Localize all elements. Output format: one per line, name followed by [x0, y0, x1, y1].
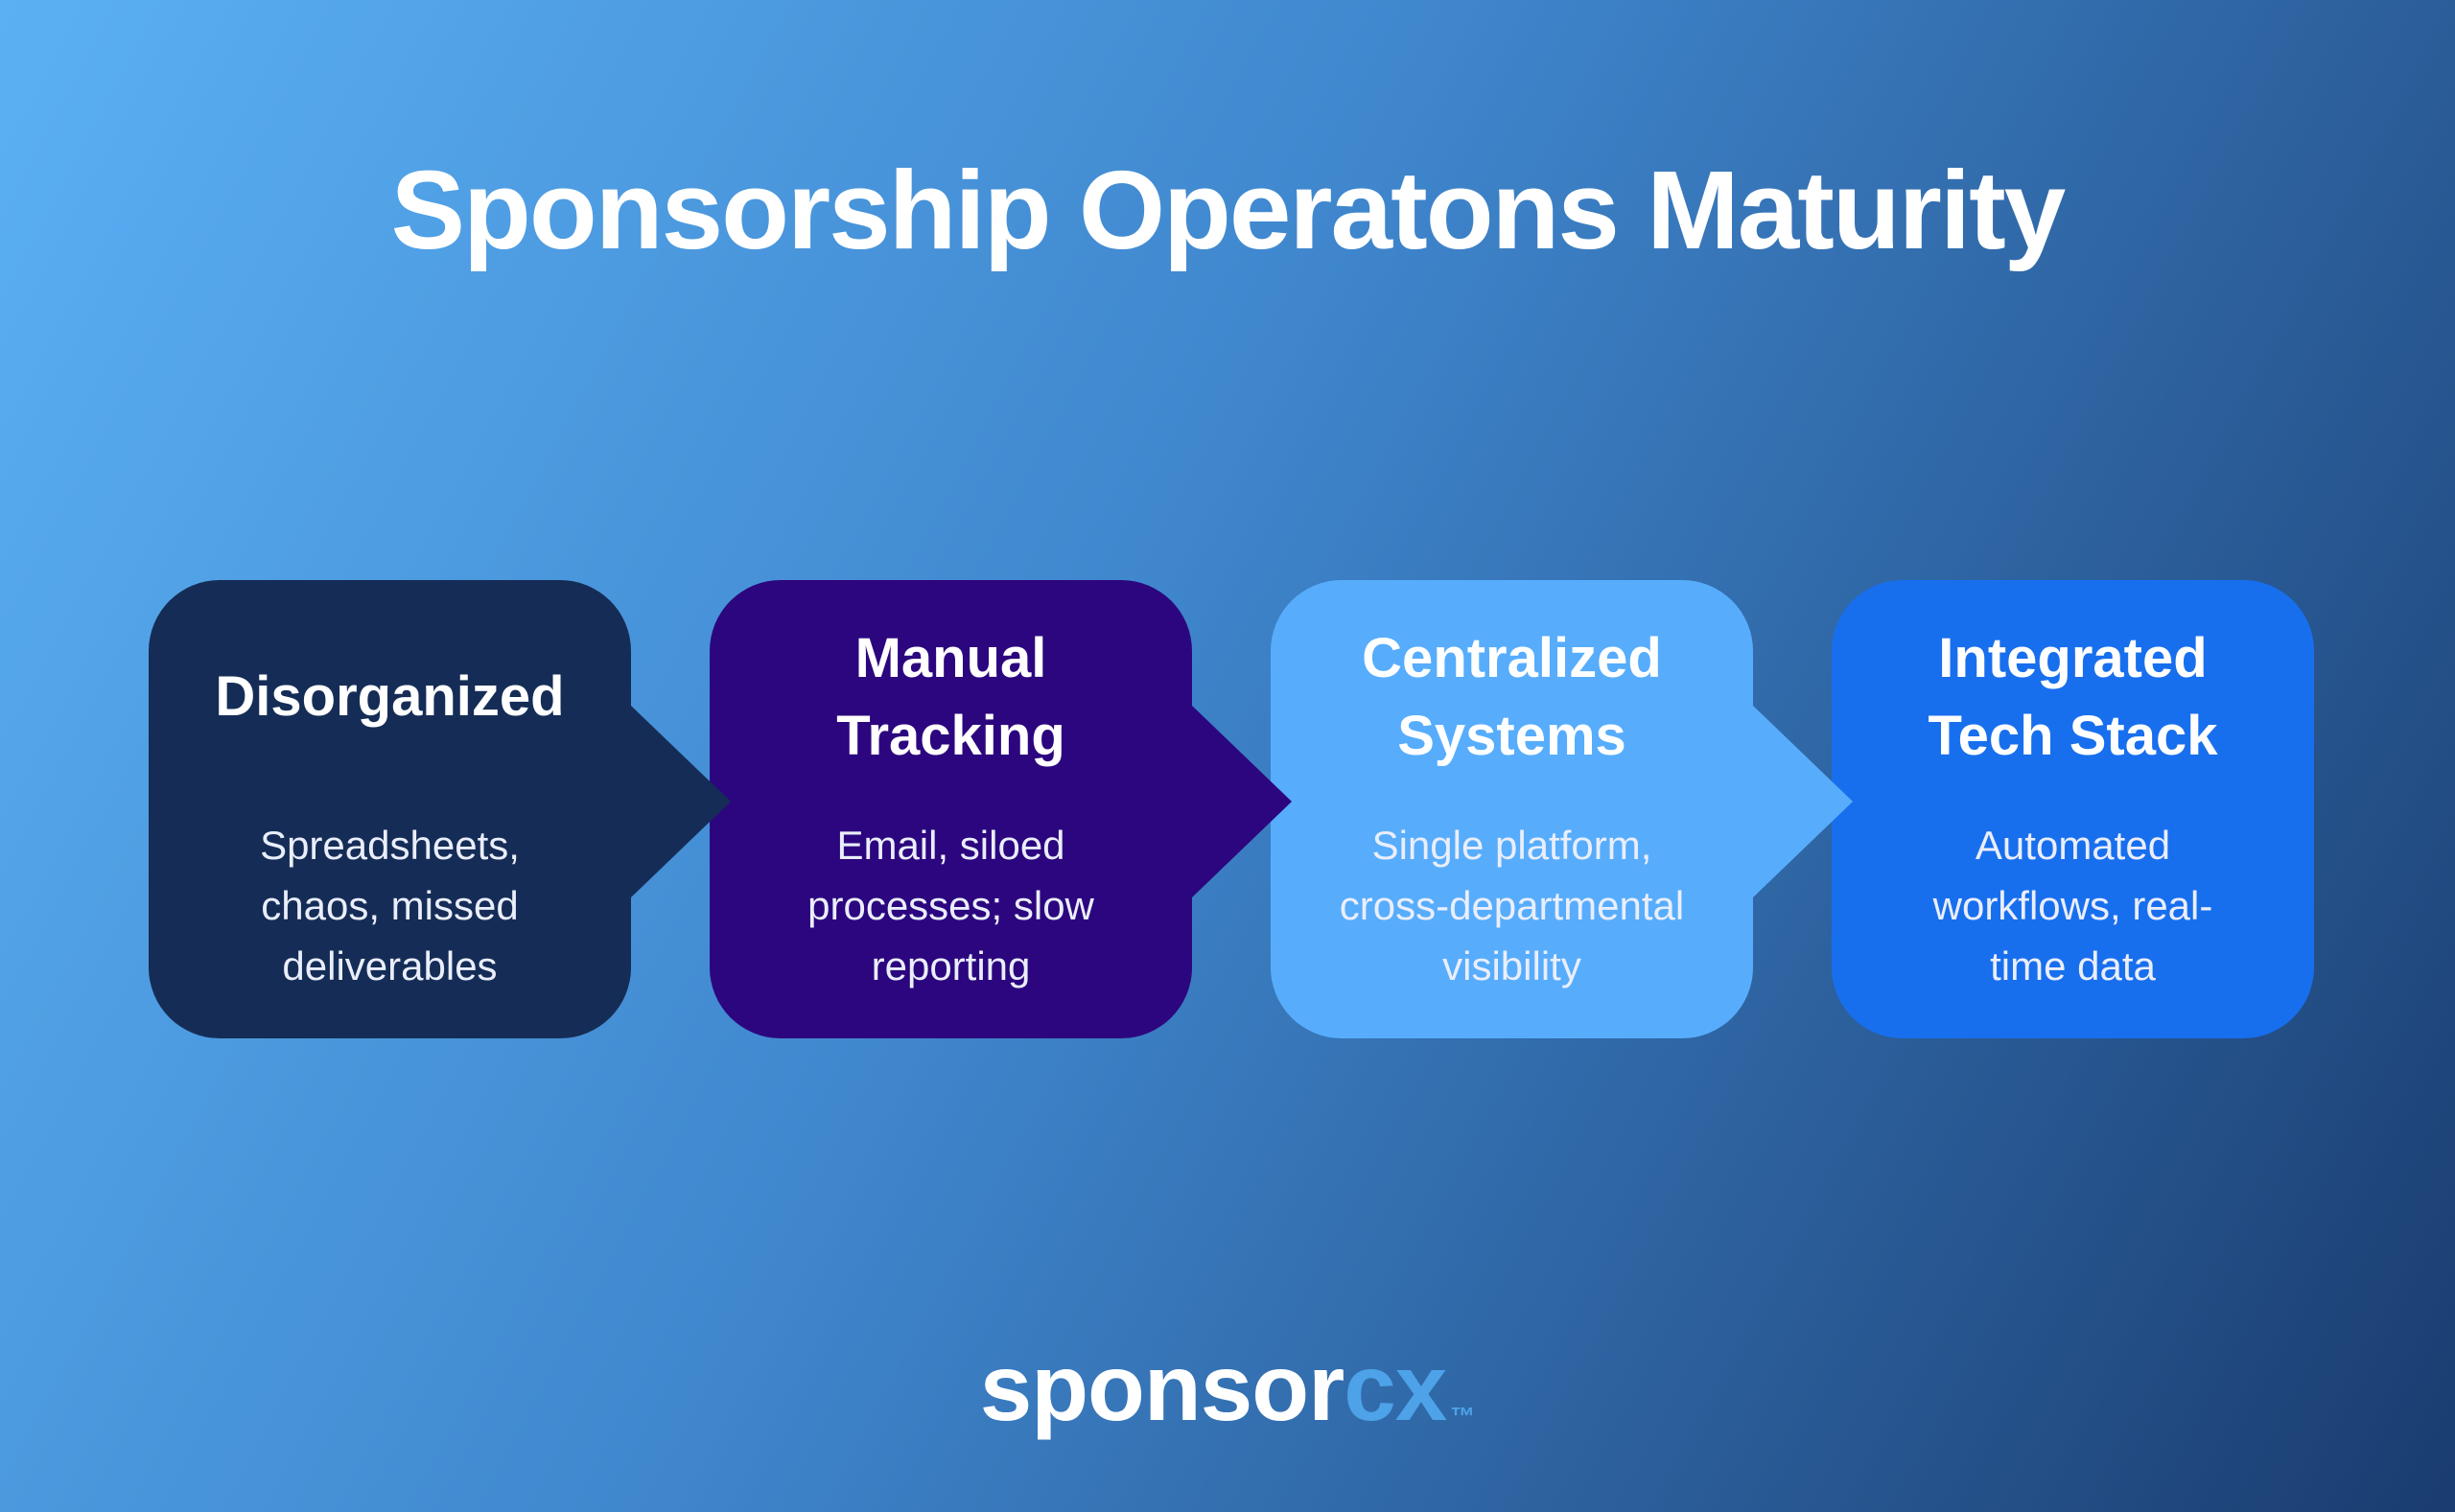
main-title: Sponsorship Operatons Maturity [390, 148, 2067, 272]
logo-text-cx: cx [1344, 1335, 1447, 1440]
stage-card-centralized-systems: Centralized Systems Single platform, cro… [1271, 580, 1853, 1038]
stage-title: Integrated Tech Stack [1928, 627, 2218, 767]
stage-description: Spreadsheets, chaos, missed deliverables [260, 823, 520, 989]
stage-description: Automated workflows, real- time data [1932, 823, 2213, 989]
trademark-symbol: ™ [1450, 1402, 1476, 1431]
logo-text-sponsor: sponsor [979, 1335, 1345, 1440]
stage-card-disorganized: Disorganized Spreadsheets, chaos, missed… [149, 580, 731, 1038]
arrow-right-icon [1753, 706, 1853, 897]
stage-description: Email, siloed processes; slow reporting [807, 823, 1094, 989]
stage-title: Centralized Systems [1362, 627, 1662, 767]
stage-title: Disorganized [215, 665, 565, 729]
arrow-right-icon [1192, 706, 1292, 897]
stage-title: Manual Tracking [836, 627, 1065, 767]
maturity-stages: Disorganized Spreadsheets, chaos, missed… [149, 580, 2316, 1038]
stage-card-manual-tracking: Manual Tracking Email, siloed processes;… [710, 580, 1292, 1038]
arrow-right-icon [631, 706, 731, 897]
stage-description: Single platform, cross-departmental visi… [1339, 823, 1685, 989]
stage-card-integrated-tech-stack: Integrated Tech Stack Automated workflow… [1832, 580, 2314, 1038]
